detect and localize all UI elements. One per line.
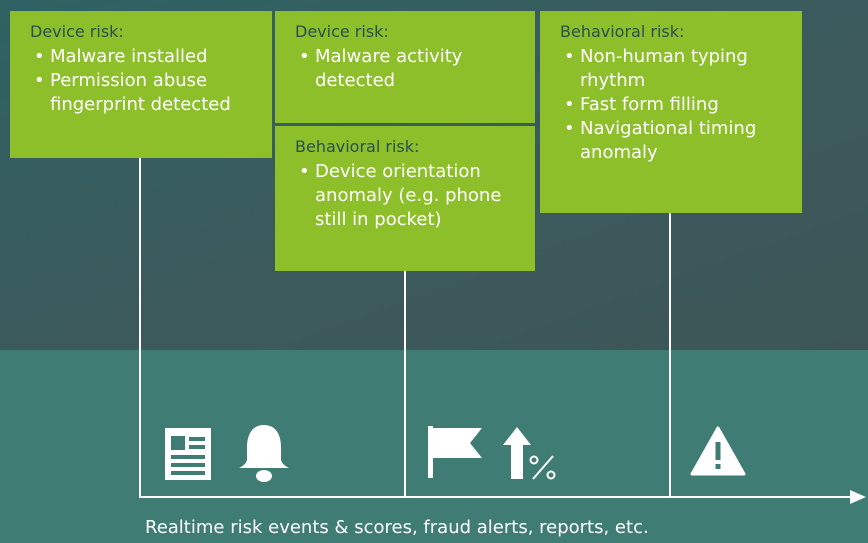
timeline-caption: Realtime risk events & scores, fraud ale…: [145, 517, 649, 538]
card-device-risk-2: Device risk: Malware activity detected: [275, 11, 535, 123]
timeline-axis: [139, 496, 853, 498]
bullet-item: Malware activity detected: [297, 45, 521, 93]
card-heading: Behavioral risk:: [295, 137, 420, 156]
bullet-list: Malware installed Permission abuse finge…: [32, 45, 258, 117]
bullet-item: Fast form filling: [562, 93, 788, 117]
bullet-item: Permission abuse fingerprint detected: [32, 69, 258, 117]
bullet-list: Malware activity detected: [297, 45, 521, 93]
card-behavioral-risk-1: Behavioral risk: Device orientation anom…: [275, 126, 535, 271]
bullet-item: Malware installed: [32, 45, 258, 69]
flag-icon: [428, 426, 482, 478]
percent-up-icon: [503, 427, 556, 480]
connector-line: [404, 271, 406, 498]
connector-line: [139, 158, 141, 498]
bullet-item: Device orientation anomaly (e.g. phone s…: [297, 160, 521, 232]
report-icon: [165, 428, 211, 480]
card-heading: Device risk:: [30, 22, 124, 41]
bullet-item: Non-human typing rhythm: [562, 45, 788, 93]
bullet-list: Device orientation anomaly (e.g. phone s…: [297, 160, 521, 232]
bell-icon: [239, 425, 289, 482]
warning-icon: [690, 426, 746, 476]
card-heading: Device risk:: [295, 22, 389, 41]
bullet-list: Non-human typing rhythm Fast form fillin…: [562, 45, 788, 165]
timeline-arrow-icon: [850, 490, 866, 504]
card-behavioral-risk-2: Behavioral risk: Non-human typing rhythm…: [540, 11, 802, 213]
connector-line: [669, 213, 671, 498]
bullet-item: Navigational timing anomaly: [562, 117, 788, 165]
card-device-risk-1: Device risk: Malware installed Permissio…: [10, 11, 272, 158]
card-heading: Behavioral risk:: [560, 22, 685, 41]
